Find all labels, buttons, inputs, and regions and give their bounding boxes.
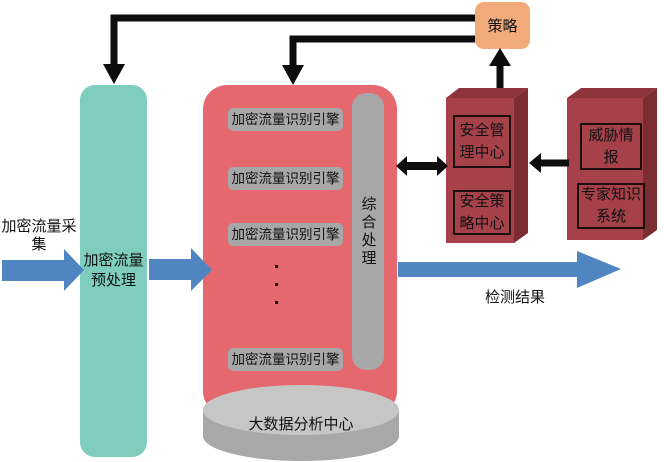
preprocess-box: 加密流量预处理 (80, 85, 147, 457)
security-mgmt-label: 安全管理中心 (459, 122, 505, 161)
threat-intel-label: 威胁情报 (588, 127, 634, 166)
arrow-engines-security-bidirectional (396, 156, 448, 176)
result-label: 检测结果 (484, 290, 545, 306)
source-traffic-label: 加密流量采集 (1, 219, 77, 253)
arrow-detection-result (398, 251, 621, 288)
security-policy-label: 安全策略中心 (459, 193, 505, 232)
knowledge-box: 威胁情报 专家知识系统 (567, 88, 657, 240)
security-center-box-front (446, 98, 514, 243)
bigdata-cylinder-top (203, 385, 399, 435)
arrow-policy-to-engines (282, 35, 475, 85)
engine-box-1: 加密流量识别引擎 (228, 108, 343, 131)
ellipsis-dots (273, 265, 279, 304)
arrow-input-to-preprocess (2, 249, 84, 291)
security-center-box: 安全管理中心 安全策略中心 (446, 88, 528, 243)
knowledge-box-top (567, 88, 657, 98)
security-center-box-top (446, 88, 528, 98)
engine-box-4: 加密流量识别引擎 (228, 348, 343, 371)
engine-container: 加密流量识别引擎 加密流量识别引擎 加密流量识别引擎 加密流量识别引擎 综合处理 (203, 85, 397, 415)
integrated-processing-label: 综合处理 (359, 195, 376, 268)
arrow-policy-to-preprocess (103, 14, 475, 84)
security-policy-box: 安全策略中心 (453, 190, 511, 235)
knowledge-box-side (643, 88, 657, 240)
security-center-box-side (514, 88, 528, 243)
expert-system-label: 专家知识系统 (580, 187, 641, 225)
bigdata-label: 大数据分析中心 (248, 417, 354, 433)
preprocess-label: 加密流量预处理 (83, 253, 144, 289)
arrow-security-to-policy (489, 48, 511, 88)
policy-box: 策略 (475, 2, 530, 49)
expert-system-box: 专家知识系统 (577, 183, 645, 229)
engine-box-3: 加密流量识别引擎 (228, 223, 343, 246)
security-mgmt-box: 安全管理中心 (453, 115, 511, 168)
arrow-knowledge-to-security (529, 153, 569, 173)
integrated-processing-bar: 综合处理 (352, 93, 384, 370)
policy-label: 策略 (487, 19, 518, 35)
engine-box-2: 加密流量识别引擎 (228, 167, 343, 190)
threat-intel-box: 威胁情报 (580, 123, 642, 170)
